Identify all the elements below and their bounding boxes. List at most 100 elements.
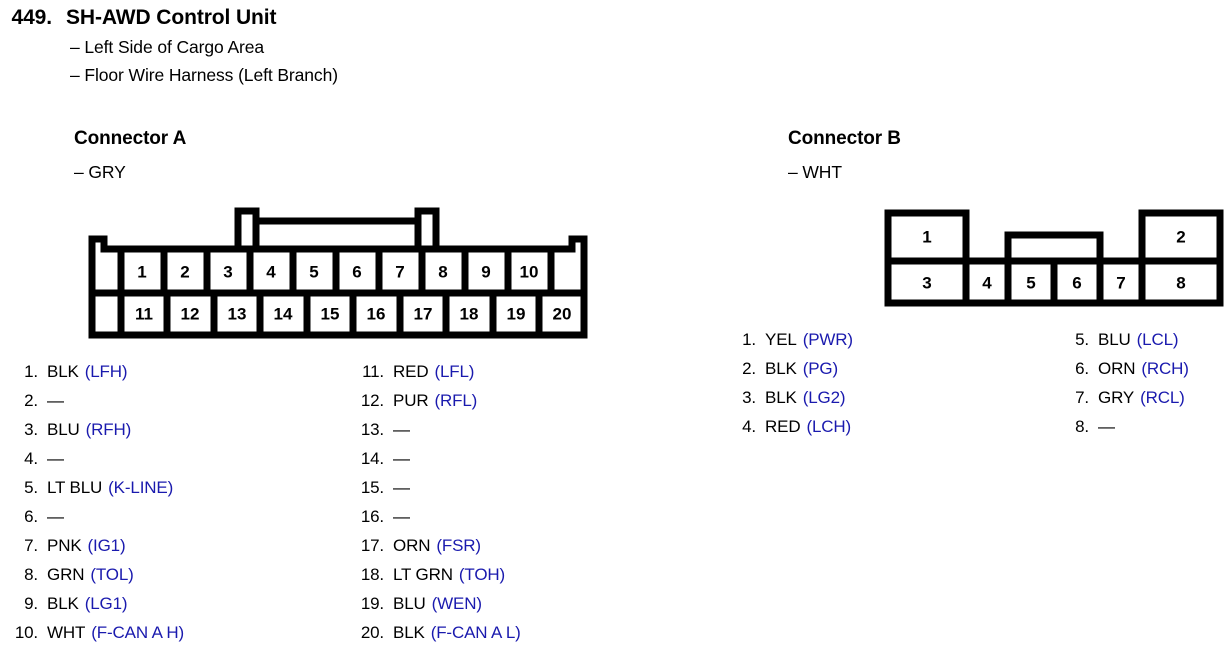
- pin-circuit-code: (RCH): [1141, 359, 1189, 378]
- connector-a-pin-label: 19: [507, 304, 526, 323]
- pin-circuit-code: (RFL): [434, 391, 478, 410]
- pin-circuit-code: (LCL): [1136, 330, 1179, 349]
- pin-row: 2.—: [4, 391, 184, 420]
- pin-circuit-code: (PWR): [802, 330, 853, 349]
- pin-number: 5.: [1075, 330, 1089, 349]
- connector-b-latch-notch: [1004, 231, 1104, 261]
- connector-a-pin-label: 11: [135, 304, 153, 323]
- pin-wire-color: GRN: [47, 565, 85, 584]
- pin-row: 6. —: [4, 507, 184, 536]
- connector-a-pin-label: 8: [438, 262, 447, 281]
- pin-circuit-code: (F-CAN A H): [91, 623, 185, 642]
- pin-wire-color: —: [47, 507, 64, 526]
- pin-row: 8.—: [1063, 417, 1189, 446]
- pin-wire-color: PNK: [47, 536, 82, 555]
- connector-a-pin-label: 18: [460, 304, 479, 323]
- pin-wire-color: BLU: [47, 420, 80, 439]
- pin-wire-color: GRY: [1098, 388, 1135, 407]
- pin-row: 18. LT GRN (TOH): [350, 565, 521, 594]
- pin-wire-color: BLK: [765, 388, 797, 407]
- pin-wire-color: —: [47, 391, 64, 410]
- pin-wire-color: BLK: [765, 359, 797, 378]
- connector-b-pin-label: 8: [1176, 273, 1185, 292]
- page-header: 449. SH-AWD Control Unit – Left Side of …: [0, 6, 700, 86]
- pin-wire-color: BLU: [1098, 330, 1131, 349]
- connector-b-color-label: – WHT: [788, 162, 842, 182]
- pin-row: 1. YEL (PWR): [730, 330, 853, 359]
- connector-a-pin-label: 10: [520, 262, 539, 281]
- connector-a-pin-label: 4: [266, 262, 276, 281]
- pin-circuit-code: (LG1): [84, 594, 128, 613]
- pin-circuit-code: (FSR): [436, 536, 481, 555]
- pin-row: 15.—: [350, 478, 521, 507]
- pin-row: 8. GRN (TOL): [4, 565, 184, 594]
- pin-number: 2.: [742, 359, 756, 378]
- pin-row: 4.—: [4, 449, 184, 478]
- connector-b-diagram: 1 2 3 4 5 6 7 8: [884, 205, 1224, 315]
- pin-wire-color: BLK: [47, 594, 79, 613]
- pin-number: 11.: [362, 362, 384, 381]
- pin-circuit-code: (RCL): [1140, 388, 1185, 407]
- pin-row: 3.BLK(LG2): [730, 388, 853, 417]
- connector-b-pin-label: 6: [1072, 273, 1081, 292]
- connector-a-pin-label: 20: [553, 304, 572, 323]
- pin-wire-color: LT BLU: [47, 478, 103, 497]
- pin-number: 15.: [360, 478, 384, 497]
- pin-row: 16.—: [350, 507, 521, 536]
- pin-circuit-code: (RFH): [85, 420, 132, 439]
- pin-number: 6.: [24, 507, 38, 526]
- pin-row: 13.—: [350, 420, 521, 449]
- connector-a-pin-label: 7: [395, 262, 404, 281]
- pin-row: 7.PNK(IG1): [4, 536, 184, 565]
- title-row: 449. SH-AWD Control Unit: [0, 6, 700, 30]
- connector-a-color-label: – GRY: [74, 162, 126, 182]
- connector-a-pin-label: 6: [352, 262, 361, 281]
- pin-wire-color: BLK: [47, 362, 79, 381]
- pin-number: 3.: [24, 420, 38, 439]
- pin-circuit-code: (TOL): [90, 565, 134, 584]
- pin-row: 4. RED (LCH): [730, 417, 853, 446]
- connector-a-latch-post-right: [414, 207, 440, 249]
- pin-circuit-code: (LFH): [84, 362, 128, 381]
- pin-row: 5.LT BLU(K-LINE): [4, 478, 184, 507]
- pin-wire-color: YEL: [765, 330, 797, 349]
- pin-wire-color: WHT: [47, 623, 86, 642]
- pin-number: 18.: [360, 565, 384, 584]
- connector-b-pin-label: 3: [922, 273, 931, 292]
- pin-number: 7.: [1075, 388, 1089, 407]
- pin-number: 17.: [360, 536, 384, 555]
- pin-row: 11.RED(LFL): [350, 362, 521, 391]
- pin-circuit-code: (LCH): [806, 417, 852, 436]
- connector-a-shell: [88, 235, 588, 339]
- connector-b-pin-list-left: 1.YEL(PWR) 2.BLK(PG) 3.BLK(LG2) 4.RED(LC…: [730, 330, 853, 446]
- pin-wire-color: RED: [765, 417, 801, 436]
- pin-number: 8.: [24, 565, 38, 584]
- pin-row: 12.PUR(RFL): [350, 391, 521, 420]
- pin-wire-color: ORN: [393, 536, 431, 555]
- connector-a-pin-label: 3: [223, 262, 232, 281]
- pin-wire-color: ORN: [1098, 359, 1136, 378]
- pin-wire-color: —: [1098, 417, 1115, 436]
- connector-a-pin-label: 13: [228, 304, 247, 323]
- pin-wire-color: PUR: [393, 391, 429, 410]
- connector-b-pin-label: 4: [982, 273, 992, 292]
- pin-wire-color: LT GRN: [393, 565, 453, 584]
- connector-a-pin-list-right: 11.RED(LFL) 12.PUR(RFL) 13.— 14.— 15.— 1…: [350, 362, 521, 652]
- pin-circuit-code: (LG2): [802, 388, 846, 407]
- connector-b-heading: Connector B: [788, 128, 901, 149]
- connector-a-pin-label: 14: [274, 304, 293, 323]
- pin-row: 14.—: [350, 449, 521, 478]
- connector-a-pin-list-left: 1.BLK(LFH) 2.— 3.BLU(RFH) 4.— 5.LT BLU(K…: [4, 362, 184, 652]
- pin-circuit-code: (TOH): [458, 565, 506, 584]
- connector-b-pin-label: 7: [1116, 273, 1125, 292]
- pin-number: 4.: [24, 449, 38, 468]
- pin-circuit-code: (K-LINE): [108, 478, 174, 497]
- connector-a-pin-label: 16: [367, 304, 386, 323]
- pin-row: 5. BLU (LCL): [1063, 330, 1189, 359]
- pin-number: 1.: [24, 362, 38, 381]
- pin-number: 4.: [742, 417, 756, 436]
- pin-number: 16.: [360, 507, 384, 526]
- pin-number: 1.: [742, 330, 756, 349]
- connector-a-svg: 1 2 3 4 5 6 7 8 9 10 11 12 13 14 15 16 1…: [88, 207, 588, 339]
- connector-a-pin-label: 12: [181, 304, 200, 323]
